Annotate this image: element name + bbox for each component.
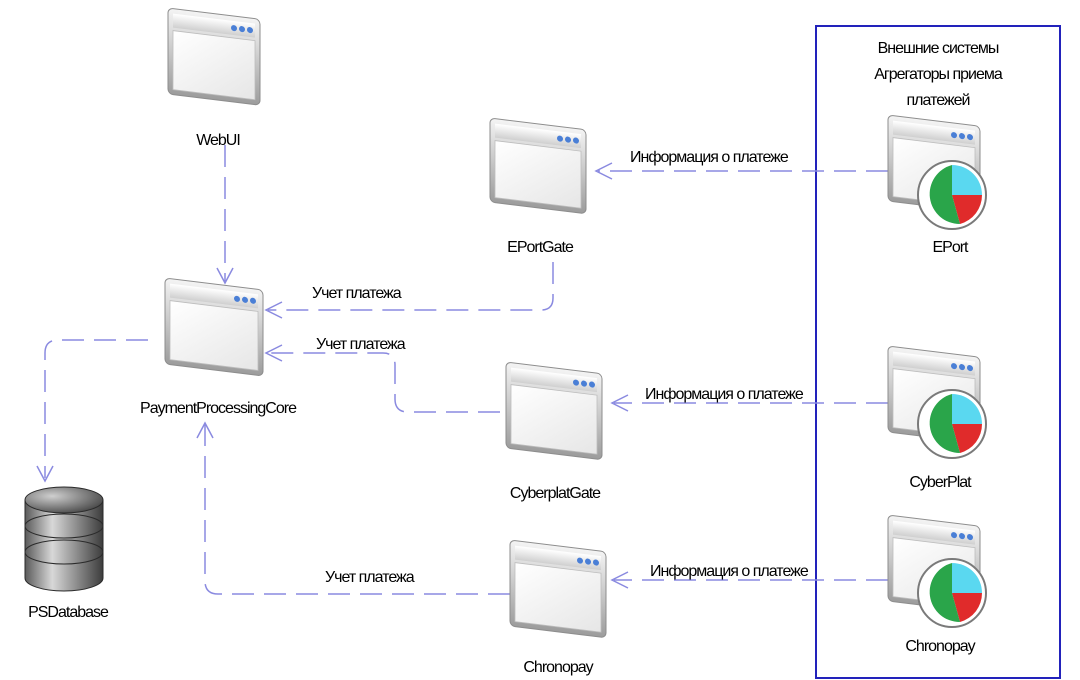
pie-chart-icon — [917, 160, 987, 230]
edge-label-cyber-accounting: Учет платежа — [316, 336, 406, 353]
node-label-cyberplatgate: CyberplatGate — [510, 485, 601, 502]
edge-eport-to-eportgate — [594, 162, 888, 180]
node-label-webui: WebUI — [196, 132, 240, 149]
edge-chronogate-to-core — [196, 421, 510, 595]
edge-cyberplat-to-cybergate — [610, 394, 888, 412]
edge-webui-to-core — [216, 145, 234, 285]
window-icon — [505, 362, 603, 460]
node-label-cyberplat: CyberPlat — [909, 474, 972, 491]
node-payment-processing-core[interactable]: PaymentProcessingCore — [140, 278, 298, 417]
node-label-eportgate: EPortGate — [507, 239, 574, 256]
node-cyberplat[interactable]: CyberPlat — [887, 346, 987, 491]
node-chronopay-external[interactable]: Chronopay — [887, 515, 987, 655]
node-label-chronopay-external: Chronopay — [905, 638, 975, 655]
edge-label-cyber-info: Информация о платеже — [645, 386, 804, 403]
pie-chart-icon — [917, 389, 987, 459]
window-icon — [509, 540, 607, 638]
database-icon — [24, 486, 104, 592]
node-label-chronopay-gate: Chronopay — [523, 659, 593, 676]
external-box-line-3: платежей — [907, 92, 970, 109]
edge-label-eport-info: Информация о платеже — [630, 149, 789, 166]
node-label-psdatabase: PSDatabase — [28, 604, 109, 621]
edge-label-eport-accounting: Учет платежа — [312, 285, 402, 302]
window-icon — [489, 118, 587, 214]
edge-label-chrono-accounting: Учет платежа — [325, 569, 415, 586]
edge-label-chrono-info: Информация о платеже — [650, 563, 809, 580]
pie-chart-icon — [917, 558, 987, 628]
edge-core-to-database — [36, 339, 148, 483]
node-label-payment-processing-core: PaymentProcessingCore — [140, 400, 297, 417]
external-systems-box: Внешние системы Агрегаторы приема платеж… — [815, 25, 1061, 679]
external-box-line-1: Внешние системы — [878, 40, 999, 57]
node-cyberplatgate[interactable]: CyberplatGate — [505, 362, 603, 502]
edge-eportgate-to-core — [264, 262, 554, 319]
external-box-line-2: Агрегаторы приема — [874, 66, 1003, 83]
node-chronopay-gate[interactable]: Chronopay — [509, 540, 607, 676]
window-icon — [167, 8, 261, 106]
node-label-eport: EPort — [932, 239, 969, 256]
node-webui[interactable]: WebUI — [167, 8, 261, 149]
node-psdatabase[interactable]: PSDatabase — [24, 486, 110, 621]
node-eport[interactable]: EPort — [887, 115, 987, 256]
window-icon — [164, 278, 264, 376]
edge-chronopay-to-chronogate — [610, 571, 888, 589]
edge-cybergate-to-core — [264, 344, 500, 413]
node-eportgate[interactable]: EPortGate — [489, 118, 587, 256]
